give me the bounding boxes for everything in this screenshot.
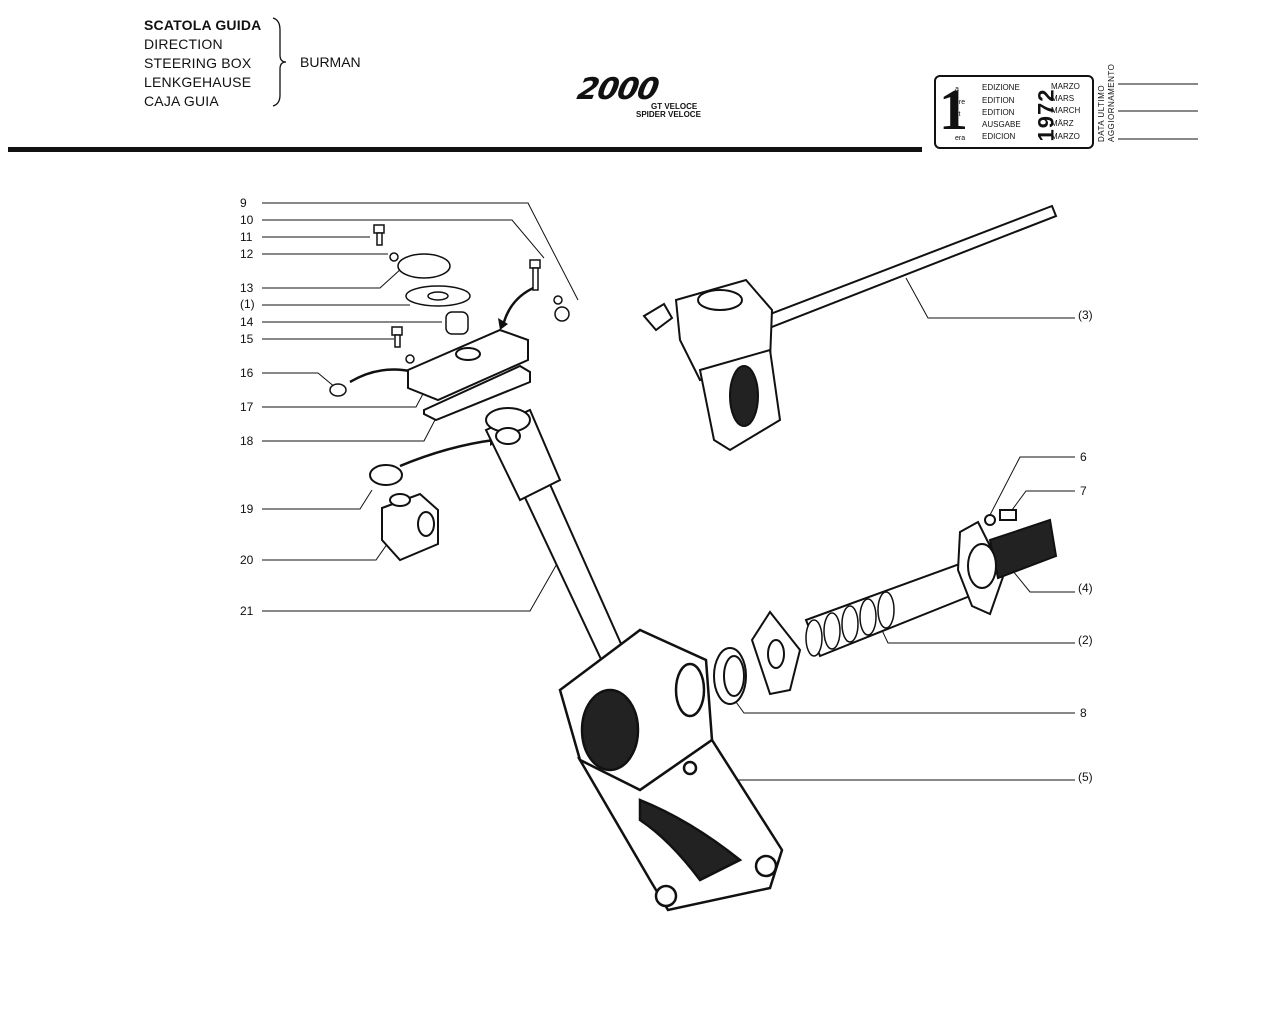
rocker-shaft-21 [484,407,632,676]
callout-label: (1) [240,297,255,311]
housing-5 [558,628,784,912]
washer-9 [553,295,563,305]
top-cover-17 [407,328,531,422]
edition-suffix: ère [955,99,966,106]
callout-label: 8 [1080,706,1087,720]
trunnion [369,464,439,562]
edition-number: 1 [939,77,968,142]
bolt-7 [999,509,1017,521]
callout-label: (5) [1078,770,1093,784]
column-tube-4 [956,509,1058,616]
edition-month: MÄRZ [1051,119,1074,128]
edition-word: EDIZIONE [982,83,1020,92]
callout-label: 16 [240,366,254,380]
assembled-unit-3 [642,204,1058,452]
worm-threads [805,591,895,657]
model-variant-gt: GT VELOCE [651,102,698,111]
bolt-15 [391,326,403,336]
seal-8 [713,610,802,705]
update-lines [1118,83,1198,140]
callout-label: 15 [240,332,254,346]
spring-14 [445,311,469,335]
small-parts [329,224,570,397]
edition-month: MARZO [1051,82,1080,91]
bolt-11 [373,224,385,234]
edition-word: AUSGABE [982,120,1021,129]
callout-label: 9 [240,196,247,210]
edition-box: 1 a ère st . era EDIZIONE EDITION EDITIO… [934,75,1094,149]
cap-19 [369,464,403,486]
model-variant-spider: SPIDER VELOCE [636,110,701,119]
callout-label: 12 [240,247,254,261]
edition-month: MARS [1051,94,1075,103]
block-20 [381,492,439,562]
nut-9 [554,306,570,322]
plug-16 [329,383,347,397]
title-brace [272,17,287,107]
title-french: DIRECTION [144,36,223,52]
callout-label: 18 [240,434,254,448]
callout-label: 14 [240,315,254,329]
washer-6 [984,514,996,526]
callout-label: 7 [1080,484,1087,498]
callout-label: 13 [240,281,254,295]
callout-label: 11 [240,230,253,244]
bolt-10 [529,259,541,269]
maker-name: BURMAN [300,54,361,70]
title-german: LENKGEHAUSE [144,74,252,90]
callout-label: 19 [240,502,254,516]
edition-word: EDITION [982,108,1015,117]
callout-label: 17 [240,400,254,414]
edition-suffix: st [955,111,961,118]
title-italian: SCATOLA GUIDA [144,17,262,33]
edition-month: MARZO [1051,132,1080,141]
edition-suffix: . [955,123,957,130]
edition-month: MARCH [1051,106,1081,115]
edition-word: EDICION [982,132,1016,141]
callout-label: 10 [240,213,254,227]
callout-label: (2) [1078,633,1093,647]
washer-12 [389,252,399,262]
title-english: STEERING BOX [144,55,252,71]
callout-label: 6 [1080,450,1087,464]
edition-word: EDITION [982,96,1015,105]
header-rule [8,147,922,152]
callout-label: 20 [240,553,254,567]
edition-suffix: a [955,86,959,93]
callout-label: 21 [240,604,254,618]
cover-plate-13 [397,253,451,279]
title-spanish: CAJA GUIA [144,93,219,109]
callout-label: (3) [1078,308,1093,322]
edition-suffix: era [955,135,966,142]
callout-label: (4) [1078,581,1093,595]
